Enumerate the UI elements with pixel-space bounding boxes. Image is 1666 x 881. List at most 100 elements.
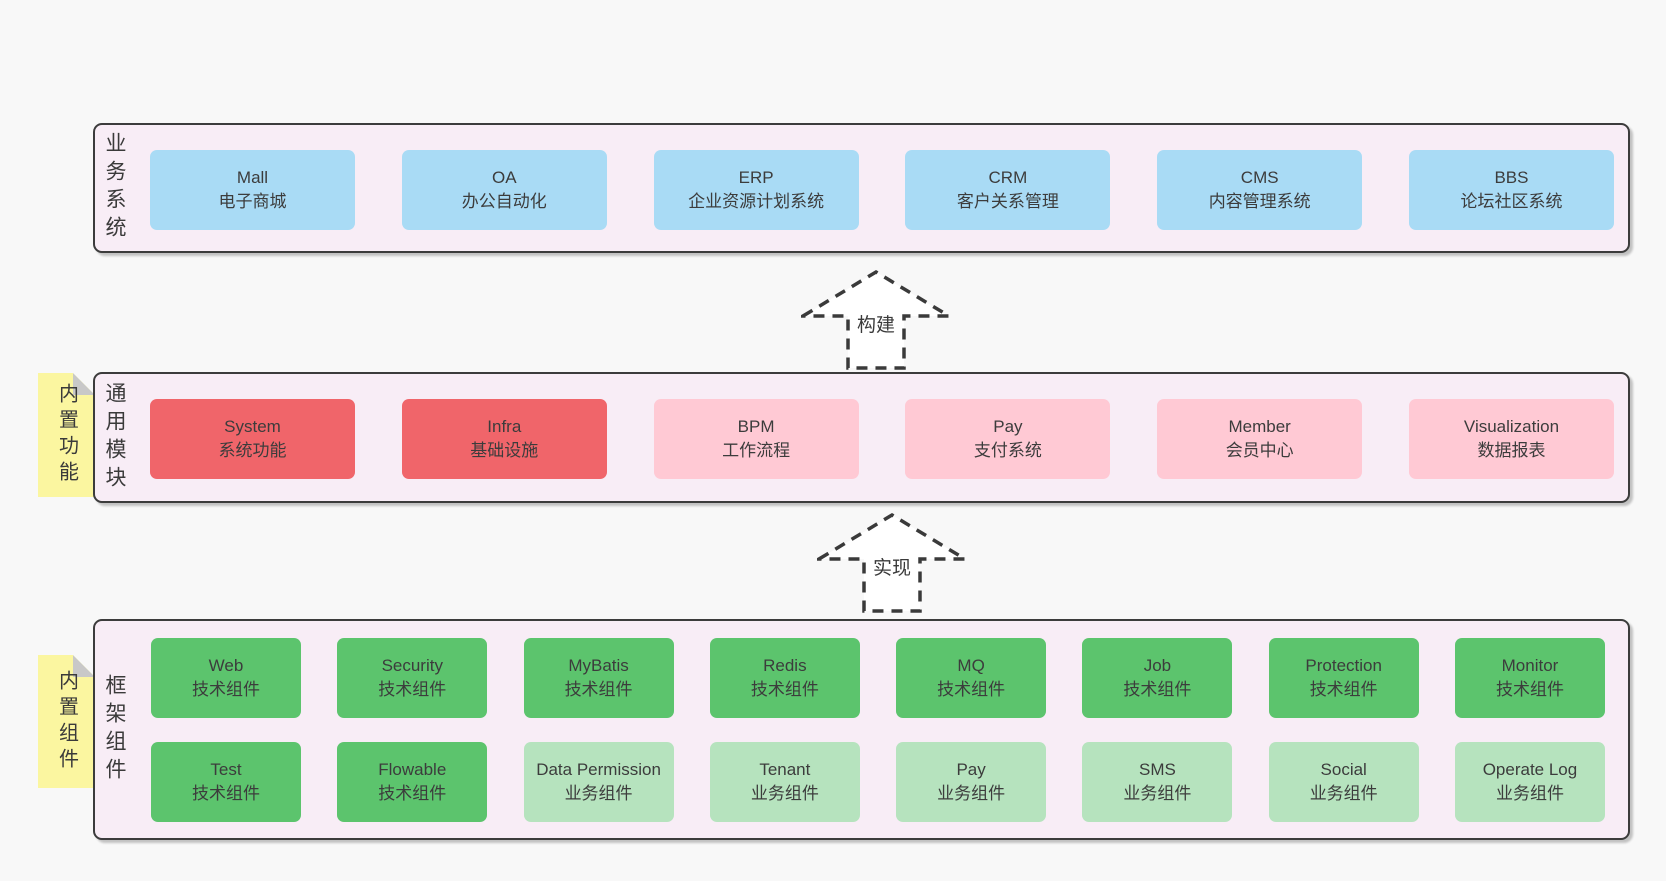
- box-subtitle: 业务组件: [1309, 784, 1378, 803]
- box-subtitle: 技术组件: [378, 784, 447, 803]
- box-data-permission: Data Permission 业务组件: [523, 742, 674, 822]
- arrow-build-label: 构建: [856, 315, 896, 336]
- box-subtitle: 企业资源计划系统: [688, 192, 825, 211]
- box-subtitle: 系统功能: [218, 441, 287, 460]
- box-title: Operate Log: [1482, 760, 1578, 779]
- box-title: Protection: [1305, 656, 1382, 675]
- panel-business-label: 业务系统: [103, 132, 126, 244]
- box-title: CMS: [1240, 168, 1279, 187]
- box-title: Member: [1228, 417, 1291, 436]
- arrow-build: 构建: [801, 268, 951, 372]
- box-title: Mall: [236, 168, 269, 187]
- dashed-up-arrow-icon: [817, 512, 967, 613]
- box-crm: CRM 客户关系管理: [905, 150, 1111, 230]
- box-tenant: Tenant 业务组件: [709, 742, 860, 822]
- box-subtitle: 电子商城: [218, 192, 287, 211]
- box-title: Pay: [956, 760, 986, 779]
- box-mq: MQ 技术组件: [896, 638, 1047, 718]
- business-box-row: Mall 电子商城 OA 办公自动化 ERP 企业资源计划系统 CRM 客户关系…: [150, 150, 1614, 230]
- box-title: Data Permission: [536, 760, 661, 779]
- box-bbs: BBS 论坛社区系统: [1408, 150, 1614, 230]
- box-subtitle: 业务组件: [750, 784, 819, 803]
- box-subtitle: 办公自动化: [461, 192, 547, 211]
- box-erp: ERP 企业资源计划系统: [653, 150, 859, 230]
- box-monitor: Monitor 技术组件: [1454, 638, 1605, 718]
- box-security: Security 技术组件: [337, 638, 488, 718]
- box-title: Job: [1143, 656, 1172, 675]
- note-text: 内置功能: [55, 383, 78, 487]
- box-title: Infra: [487, 417, 522, 436]
- box-title: Security: [381, 656, 443, 675]
- box-subtitle: 技术组件: [192, 784, 260, 803]
- box-title: BPM: [737, 417, 775, 436]
- box-pay: Pay 业务组件: [896, 742, 1047, 822]
- box-subtitle: 技术组件: [564, 680, 633, 699]
- panel-modules-label: 通用模块: [103, 381, 126, 494]
- box-pay: Pay 支付系统: [905, 399, 1111, 479]
- box-title: Tenant: [759, 760, 811, 779]
- box-redis: Redis 技术组件: [709, 638, 860, 718]
- panel-components-label: 框架组件: [103, 673, 126, 786]
- box-title: SMS: [1138, 760, 1176, 779]
- panel-common-modules: 通用模块 System 系统功能 Infra 基础设施 BPM 工作流程 Pay…: [93, 372, 1630, 503]
- box-subtitle: 技术组件: [1309, 680, 1378, 699]
- box-title: Monitor: [1501, 656, 1559, 675]
- box-job: Job 技术组件: [1082, 638, 1233, 718]
- box-test: Test 技术组件: [151, 742, 301, 822]
- box-title: Pay: [993, 417, 1023, 436]
- box-subtitle: 技术组件: [937, 680, 1006, 699]
- box-web: Web 技术组件: [151, 638, 301, 718]
- box-title: Visualization: [1463, 417, 1560, 436]
- box-cms: CMS 内容管理系统: [1157, 150, 1363, 230]
- box-subtitle: 客户关系管理: [956, 192, 1059, 211]
- box-subtitle: 技术组件: [192, 680, 260, 699]
- box-subtitle: 支付系统: [973, 441, 1042, 460]
- box-subtitle: 会员中心: [1225, 441, 1294, 460]
- note-text: 内置组件: [55, 669, 78, 774]
- box-member: Member 会员中心: [1157, 399, 1363, 479]
- box-title: OA: [492, 168, 517, 187]
- box-title: MyBatis: [568, 656, 629, 675]
- box-subtitle: 技术组件: [750, 680, 819, 699]
- box-oa: OA 办公自动化: [401, 150, 607, 230]
- box-operate-log: Operate Log 业务组件: [1454, 742, 1605, 822]
- components-box-row-2: Test 技术组件 Flowable 技术组件 Data Permission …: [151, 742, 1605, 822]
- box-mybatis: MyBatis 技术组件: [523, 638, 674, 718]
- box-subtitle: 技术组件: [1123, 680, 1192, 699]
- box-title: Web: [208, 656, 244, 675]
- box-title: Test: [210, 760, 242, 779]
- box-system: System 系统功能: [150, 399, 355, 479]
- panel-business-systems: 业务系统 Mall 电子商城 OA 办公自动化 ERP 企业资源计划系统 CRM…: [93, 123, 1630, 253]
- box-title: Flowable: [378, 760, 447, 779]
- box-flowable: Flowable 技术组件: [337, 742, 488, 822]
- box-subtitle: 业务组件: [1495, 784, 1564, 803]
- box-title: Redis: [763, 656, 807, 675]
- box-sms: SMS 业务组件: [1082, 742, 1233, 822]
- box-mall: Mall 电子商城: [150, 150, 355, 230]
- box-title: Social: [1320, 760, 1367, 779]
- modules-box-row: System 系统功能 Infra 基础设施 BPM 工作流程 Pay 支付系统…: [150, 399, 1614, 479]
- box-protection: Protection 技术组件: [1268, 638, 1419, 718]
- note-built-in-features: 内置功能: [38, 373, 95, 497]
- box-subtitle: 技术组件: [1495, 680, 1564, 699]
- box-subtitle: 内容管理系统: [1208, 192, 1311, 211]
- dashed-up-arrow-icon: [801, 269, 951, 370]
- box-social: Social 业务组件: [1268, 742, 1419, 822]
- box-title: BBS: [1494, 168, 1529, 187]
- arrow-implement: 实现: [817, 511, 967, 615]
- box-subtitle: 技术组件: [378, 680, 447, 699]
- box-subtitle: 业务组件: [564, 784, 633, 803]
- panel-framework-components: 框架组件 Web 技术组件 Security 技术组件 MyBatis 技术组件…: [93, 619, 1630, 840]
- components-box-row-1: Web 技术组件 Security 技术组件 MyBatis 技术组件 Redi…: [151, 638, 1605, 718]
- box-title: MQ: [957, 656, 985, 675]
- box-visualization: Visualization 数据报表: [1408, 399, 1614, 479]
- box-subtitle: 工作流程: [722, 441, 791, 460]
- box-subtitle: 业务组件: [937, 784, 1006, 803]
- arrow-implement-label: 实现: [872, 558, 912, 579]
- box-subtitle: 论坛社区系统: [1460, 192, 1563, 211]
- box-subtitle: 数据报表: [1477, 441, 1546, 460]
- box-title: ERP: [738, 168, 774, 187]
- box-subtitle: 业务组件: [1123, 784, 1192, 803]
- box-bpm: BPM 工作流程: [653, 399, 859, 479]
